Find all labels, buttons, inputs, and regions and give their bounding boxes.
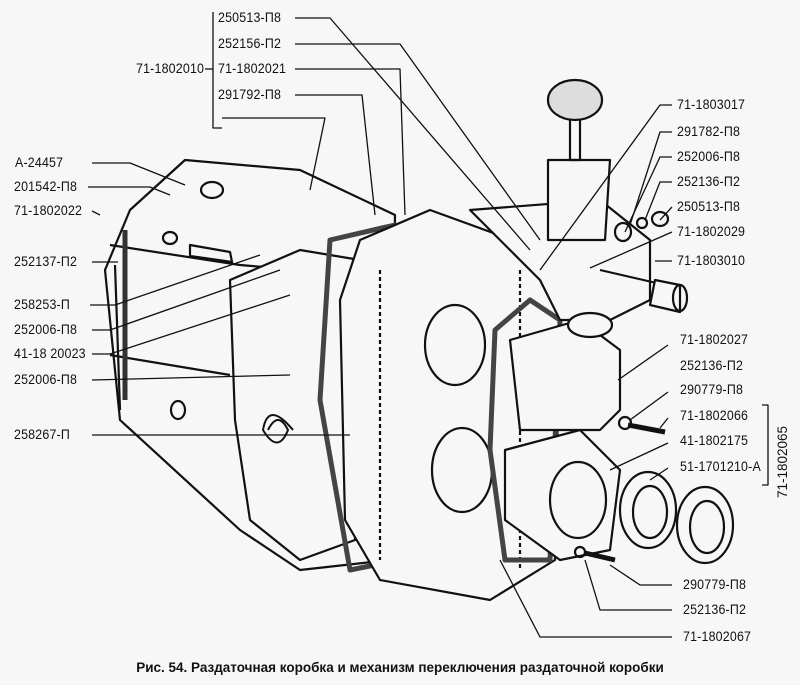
part-label: 252006-П8 <box>14 372 78 387</box>
part-label: 291792-П8 <box>218 87 282 102</box>
part-label: 252006-П8 <box>677 149 741 164</box>
lever-knob <box>546 78 604 122</box>
part-label: 252136-П2 <box>677 174 741 189</box>
part-label: 71-1802027 <box>680 332 749 347</box>
part-label: 252137-П2 <box>14 254 78 269</box>
part-label: 252156-П2 <box>218 36 282 51</box>
part-label: 252136-П2 <box>683 602 747 617</box>
washers-right <box>613 210 670 243</box>
seals <box>618 470 735 565</box>
part-label: 250513-П8 <box>677 199 741 214</box>
output-housing <box>503 311 666 563</box>
part-label: 71-1802029 <box>677 224 746 239</box>
assembly-label: 71-1802065 <box>775 425 790 498</box>
part-label: 41-1802175 <box>680 433 749 448</box>
cover-plate <box>228 248 362 562</box>
part-label: 71-1802022 <box>14 203 83 218</box>
part-label: 290779-П8 <box>683 577 747 592</box>
assembly-label: 71-1802010 <box>136 61 205 76</box>
part-label: 71-1803017 <box>677 97 746 112</box>
part-label: 252006-П8 <box>14 322 78 337</box>
part-label: 250513-П8 <box>218 10 282 25</box>
part-label: 258253-П <box>14 297 70 312</box>
figure-caption: Рис. 54. Раздаточная коробка и механизм … <box>136 660 664 675</box>
part-label: 41-18 20023 <box>14 346 86 361</box>
part-label: 252136-П2 <box>680 358 744 373</box>
part-label: 51-1701210-А <box>680 459 761 474</box>
part-label: 201542-П8 <box>14 179 78 194</box>
part-label: 71-1803010 <box>677 253 746 268</box>
part-label: А-24457 <box>15 155 64 170</box>
part-label: 71-1802066 <box>680 408 749 423</box>
part-label: 290779-П8 <box>680 382 744 397</box>
part-label: 291782-П8 <box>677 124 741 139</box>
shift-cover <box>468 78 689 322</box>
part-label: 258267-П <box>14 427 70 442</box>
leader-lines <box>88 12 769 638</box>
part-label: 71-1802067 <box>683 629 752 644</box>
gasket-2 <box>487 297 563 563</box>
part-label: 71-1802021 <box>218 61 287 76</box>
